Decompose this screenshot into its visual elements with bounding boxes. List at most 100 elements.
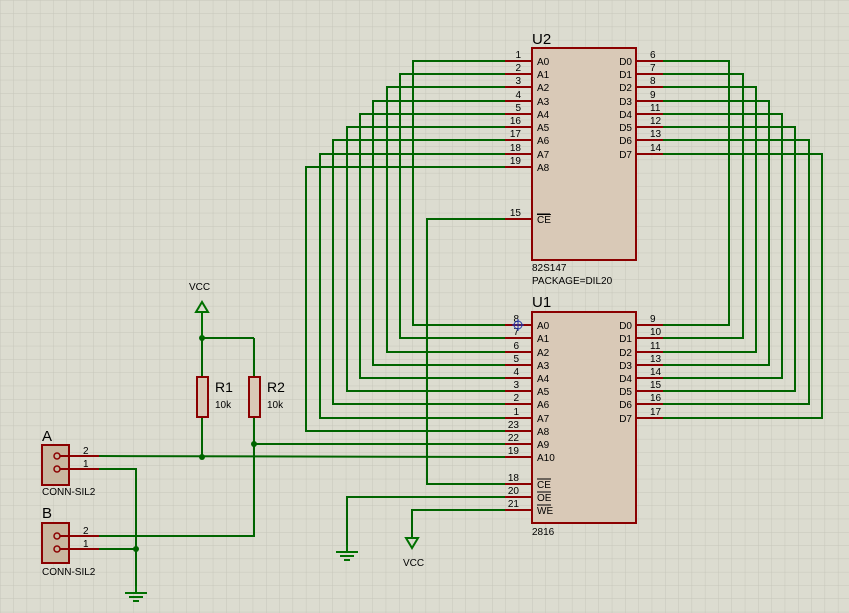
- u1-pin-A8-num: 23: [508, 420, 520, 431]
- chip-u1-ref: U1: [532, 294, 551, 311]
- u1-pin-A9-num: 22: [508, 433, 520, 444]
- u1-pin-A10-num: 19: [508, 446, 520, 457]
- u2-pin-A7-num: 18: [510, 143, 522, 154]
- wire-data-d5: [663, 126, 796, 392]
- u1-pin-D0-num: 9: [650, 314, 656, 325]
- resistor-r1[interactable]: R1 10k: [196, 376, 233, 418]
- u2-pin-A4-label: A4: [537, 110, 550, 121]
- pin-crosshair-icon: [512, 319, 524, 331]
- wire-addr-a6: [332, 139, 505, 405]
- u1-pin-A3-num: 5: [513, 354, 519, 365]
- wire-data-d3: [663, 100, 770, 366]
- u1-pin-D5-num: 15: [650, 380, 662, 391]
- u2-pin-ce-label: CE: [537, 215, 551, 226]
- u1-pin-D3-num: 13: [650, 354, 662, 365]
- vcc-top-terminal[interactable]: VCC: [189, 282, 210, 338]
- u2-pin-D6-num: 13: [650, 129, 662, 140]
- wire-ce: [426, 218, 505, 485]
- u2-pin-D3-num: 9: [650, 90, 656, 101]
- vcc-top-label: VCC: [189, 282, 210, 293]
- u1-pin-OE-label: OE: [537, 493, 552, 504]
- wire-data-d2: [663, 86, 757, 353]
- connector-a-pin2-num: 2: [83, 446, 89, 457]
- connector-a[interactable]: A 2 1 CONN-SIL2: [41, 428, 99, 498]
- resistor-r2-body: [248, 376, 261, 418]
- u1-pin-A0-num: 8: [513, 314, 519, 325]
- resistor-r1-ref: R1: [215, 379, 233, 395]
- u2-pin-D0-label: D0: [619, 57, 632, 68]
- u1-pin-A9-label: A9: [537, 440, 550, 451]
- u2-pin-D7-label: D7: [619, 150, 632, 161]
- wire-r2-down: [99, 417, 255, 537]
- u1-pin-D6-label: D6: [619, 400, 632, 411]
- u1-pin-A1-label: A1: [537, 334, 550, 345]
- connector-b[interactable]: B 2 1 CONN-SIL2: [41, 505, 99, 578]
- wire-addr-a8: [305, 166, 505, 432]
- u1-pin-A2-label: A2: [537, 348, 550, 359]
- wires: [98, 60, 823, 586]
- u2-pin-A8-label: A8: [537, 163, 550, 174]
- u1-pin-A5-num: 3: [513, 380, 519, 391]
- connector-b-pin1-num: 1: [83, 539, 89, 550]
- u2-pin-A5-label: A5: [537, 123, 550, 134]
- wire-addr-a2: [386, 86, 505, 353]
- chip-u2[interactable]: U2 82S147 PACKAGE=DIL20 1A02A13A24A35A41…: [505, 31, 663, 287]
- u2-pin-ce-num: 15: [510, 208, 522, 219]
- chip-u1[interactable]: U1 2816 8A07A16A25A34A43A52A61A723A822A9…: [505, 294, 663, 538]
- vcc-bottom-arrow-icon: [404, 537, 420, 550]
- resistor-r2[interactable]: R2 10k: [248, 376, 285, 418]
- ground-connectors-icon[interactable]: [125, 586, 147, 602]
- u2-pin-D4-label: D4: [619, 110, 632, 121]
- vcc-bottom-label: VCC: [403, 558, 424, 569]
- wire-data-d6: [663, 139, 810, 405]
- u2-pin-D1-num: 7: [650, 63, 656, 74]
- wire-a10: [98, 455, 506, 458]
- u2-pin-D2-num: 8: [650, 76, 656, 87]
- u2-pin-A8-num: 19: [510, 156, 522, 167]
- connector-b-body: [41, 522, 70, 564]
- u2-pin-D1-label: D1: [619, 70, 632, 81]
- u1-pin-D7-label: D7: [619, 414, 632, 425]
- u2-pin-A4-num: 5: [515, 103, 521, 114]
- u1-pin-D3-label: D3: [619, 361, 632, 372]
- connector-b-pin2-num: 2: [83, 526, 89, 537]
- vcc-bottom-terminal[interactable]: VCC: [403, 537, 424, 569]
- u2-pin-A6-num: 17: [510, 129, 522, 140]
- u1-pin-WE-num: 21: [508, 499, 520, 510]
- ground-oe-icon[interactable]: [336, 545, 358, 561]
- chip-u2-part: 82S147: [532, 263, 567, 274]
- wire-addr-a7: [319, 153, 505, 419]
- resistor-r1-body: [196, 376, 209, 418]
- wire-addr-a1: [399, 73, 505, 339]
- u1-pin-A4-num: 4: [513, 367, 519, 378]
- u1-pin-A10-label: A10: [537, 453, 555, 464]
- u2-pin-A6-label: A6: [537, 136, 550, 147]
- u2-pin-A2-label: A2: [537, 83, 550, 94]
- u2-pin-A3-label: A3: [537, 97, 550, 108]
- u1-pin-D0-label: D0: [619, 321, 632, 332]
- connector-b-part: CONN-SIL2: [42, 567, 96, 578]
- u2-pin-D5-label: D5: [619, 123, 632, 134]
- wire-addr-a3: [372, 100, 505, 366]
- u1-pin-D7-num: 17: [650, 407, 662, 418]
- junction-dot-2: [251, 441, 257, 447]
- u2-pin-A0-num: 1: [515, 50, 521, 61]
- chip-u1-part: 2816: [532, 527, 555, 538]
- connector-a-pin1-num: 1: [83, 459, 89, 470]
- chip-u2-pins: 1A02A13A24A35A416A517A618A719A815CE6D07D…: [505, 50, 663, 226]
- connector-b-ref: B: [42, 505, 52, 522]
- u1-pin-A3-label: A3: [537, 361, 550, 372]
- resistor-r2-value: 10k: [267, 400, 284, 411]
- u1-pin-D2-label: D2: [619, 348, 632, 359]
- u2-pin-A0-label: A0: [537, 57, 550, 68]
- u2-pin-D3-label: D3: [619, 97, 632, 108]
- wire-data-d1: [663, 73, 744, 339]
- u1-pin-CE-num: 18: [508, 473, 520, 484]
- u1-pin-A7-label: A7: [537, 414, 550, 425]
- u1-pin-D4-num: 14: [650, 367, 662, 378]
- u2-pin-A7-label: A7: [537, 150, 550, 161]
- wire-addr-a4: [359, 113, 505, 379]
- u1-pin-D1-num: 10: [650, 327, 662, 338]
